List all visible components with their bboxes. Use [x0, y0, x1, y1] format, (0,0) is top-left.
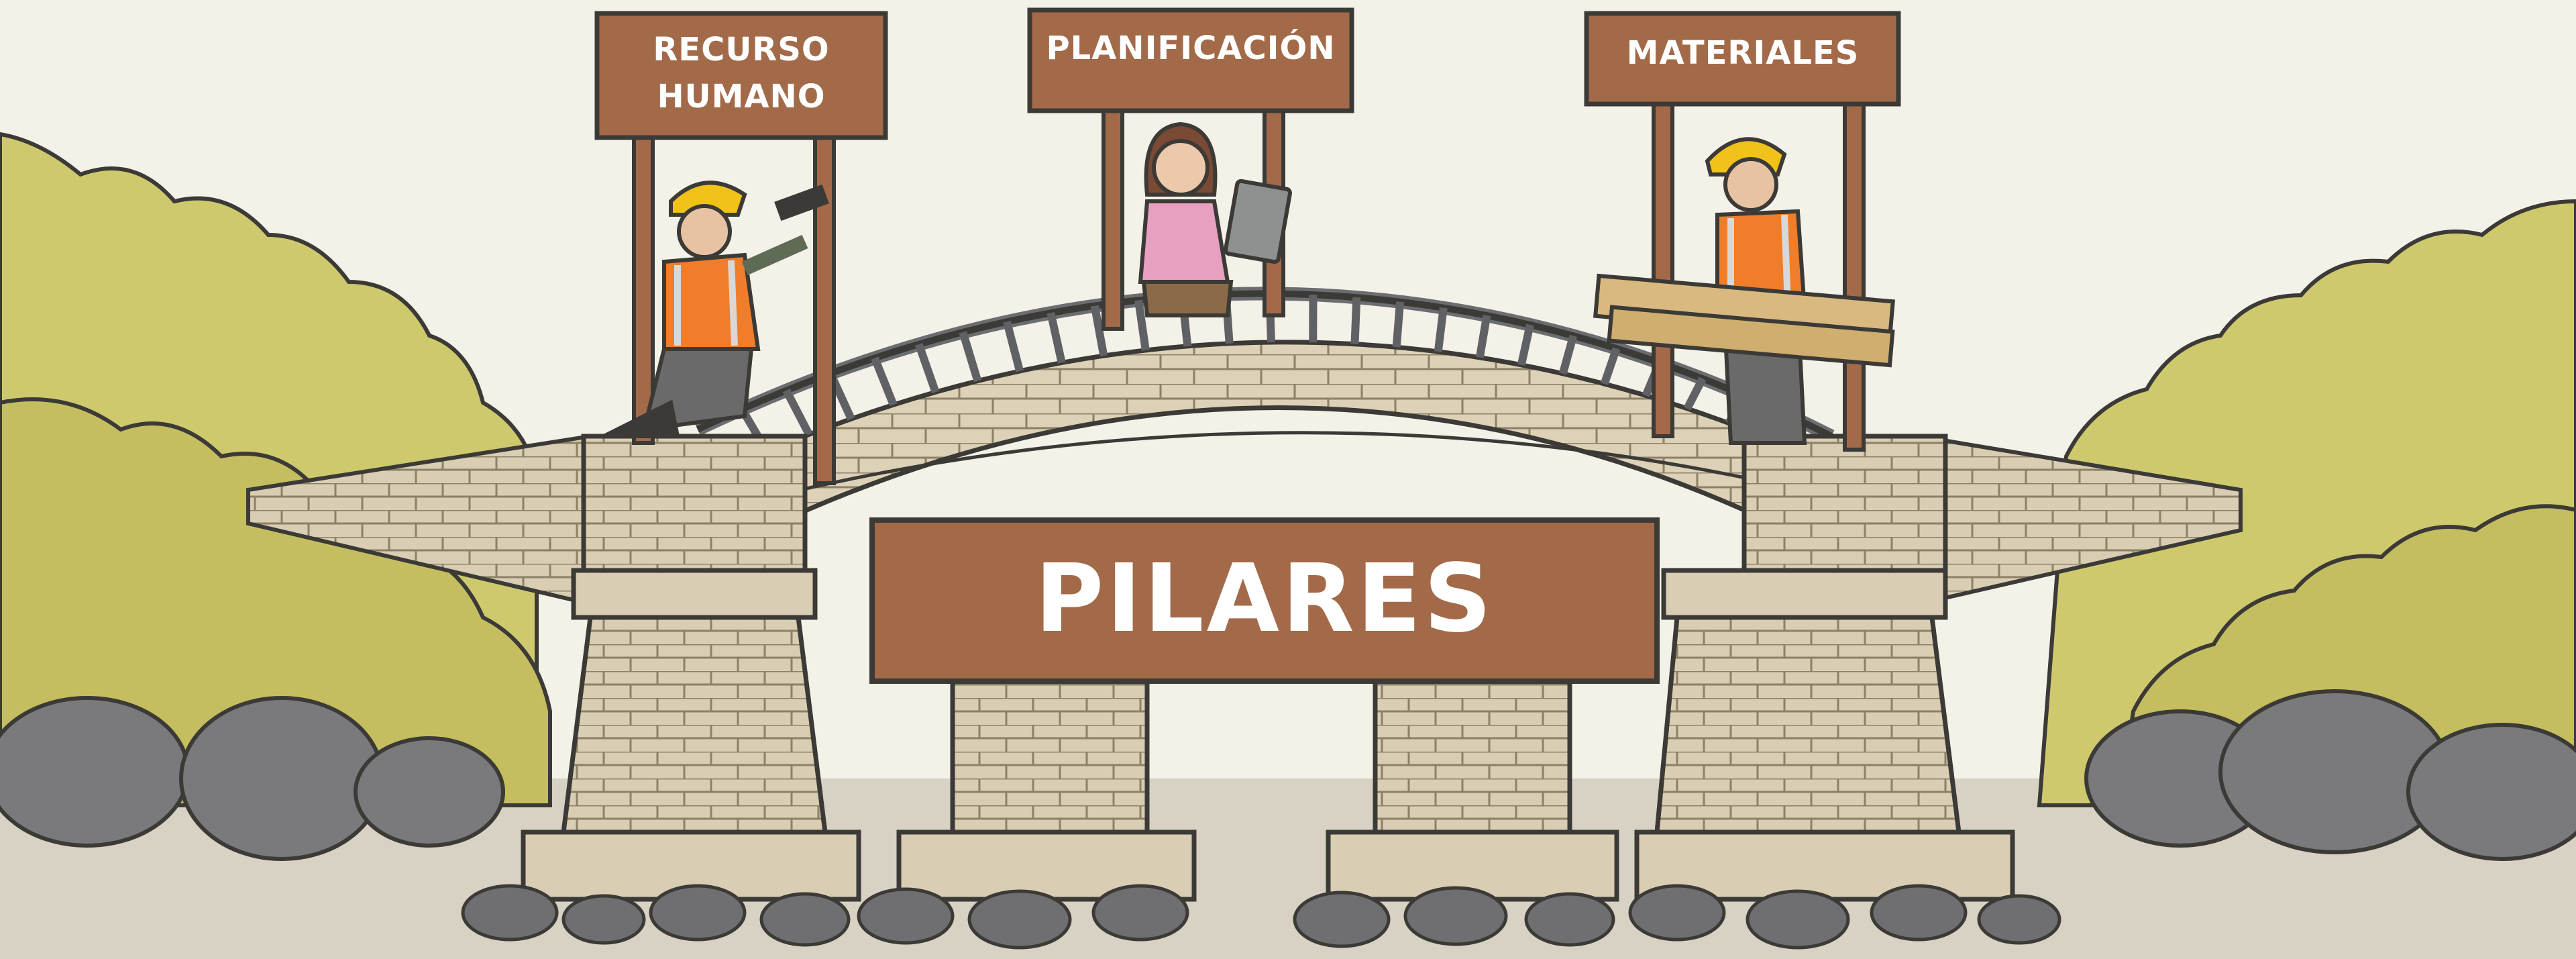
railing-post: [1046, 311, 1066, 364]
sign-pilares: PILARES: [869, 517, 1660, 684]
railing-post: [1558, 334, 1578, 375]
railing-post: [1350, 297, 1361, 344]
railing-post: [871, 356, 898, 407]
railing-post: [782, 389, 813, 437]
rocks-back: [0, 689, 2576, 861]
railing-post: [959, 331, 982, 383]
railing-post: [1683, 376, 1707, 411]
worker-materials: [1593, 137, 1896, 445]
left-bushes: [0, 132, 552, 807]
sign-recurso-line1: RECURSO: [653, 31, 829, 68]
sign-planificacion-text: PLANIFICACIÓN: [1046, 29, 1335, 67]
bridge-arch: [719, 340, 1816, 520]
sign-recurso-humano: RECURSO HUMANO: [594, 11, 888, 140]
railing-post: [1600, 347, 1621, 385]
railing-post: [1517, 323, 1534, 366]
worker-hammer: [602, 181, 829, 438]
railing-post: [1090, 305, 1108, 357]
middle-pier-left: [896, 675, 1197, 902]
sign-pilares-text: PILARES: [1035, 544, 1495, 654]
planner-woman: [1138, 121, 1292, 317]
sign-materiales-text: MATERIALES: [1627, 34, 1860, 72]
railing-post: [914, 343, 940, 394]
railing-post: [1392, 301, 1405, 348]
left-pier: [521, 434, 861, 902]
railing-post: [1475, 315, 1491, 358]
rocks-front: [461, 884, 2061, 950]
railing-post: [1434, 307, 1448, 352]
railing-post: [1003, 320, 1024, 372]
sign-planificacion: PLANIFICACIÓN: [1027, 7, 1354, 113]
sign-recurso-line2: HUMANO: [657, 78, 825, 115]
sign-materiales: MATERIALES: [1584, 11, 1901, 107]
railing-post: [1134, 299, 1150, 351]
